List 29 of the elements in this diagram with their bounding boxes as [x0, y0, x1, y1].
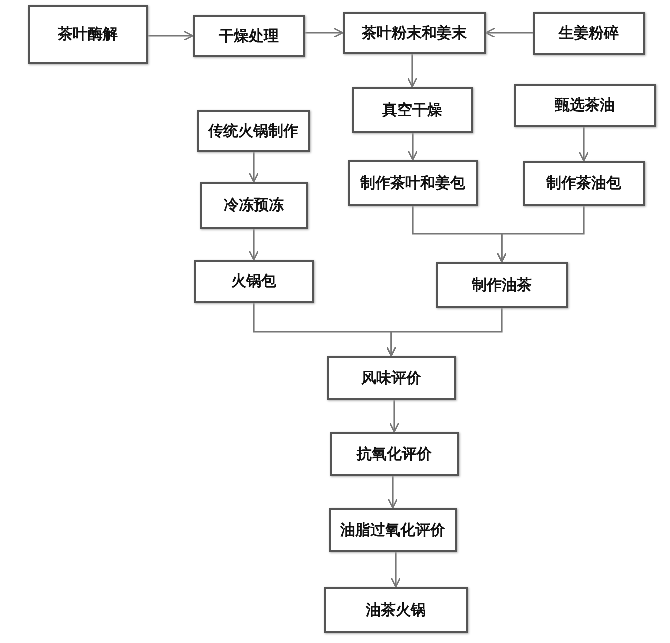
- arrow: [148, 30, 194, 42]
- arrow: [496, 206, 585, 263]
- arrow: [248, 229, 260, 261]
- process-box: 传统火锅制作: [197, 110, 310, 152]
- process-box: 火锅包: [194, 260, 314, 303]
- process-box: 制作茶油包: [523, 161, 645, 206]
- arrow: [386, 308, 503, 357]
- arrow: [305, 28, 344, 38]
- arrow: [578, 127, 590, 162]
- process-box: 制作茶叶和姜包: [348, 160, 478, 206]
- process-box: 茶叶酶解: [28, 5, 148, 64]
- arrow: [390, 552, 402, 588]
- process-box: 冷冻预冻: [200, 182, 308, 229]
- arrow: [388, 476, 398, 509]
- process-box: 制作油茶: [436, 262, 568, 308]
- process-box: 茶叶粉末和姜末: [343, 12, 486, 54]
- arrow: [389, 400, 400, 433]
- arrow: [408, 133, 418, 161]
- process-box: 油脂过氧化评价: [329, 508, 457, 552]
- process-box: 真空干燥: [352, 87, 473, 133]
- arrow: [407, 54, 418, 88]
- process-box: 抗氧化评价: [330, 432, 459, 476]
- process-box: 风味评价: [327, 356, 456, 400]
- process-box: 油茶火锅: [324, 587, 468, 633]
- arrow: [485, 28, 533, 38]
- process-box: 生姜粉碎: [533, 12, 645, 55]
- process-box: 甄选茶油: [514, 84, 656, 127]
- arrow: [248, 152, 260, 183]
- process-box: 干燥处理: [193, 15, 305, 57]
